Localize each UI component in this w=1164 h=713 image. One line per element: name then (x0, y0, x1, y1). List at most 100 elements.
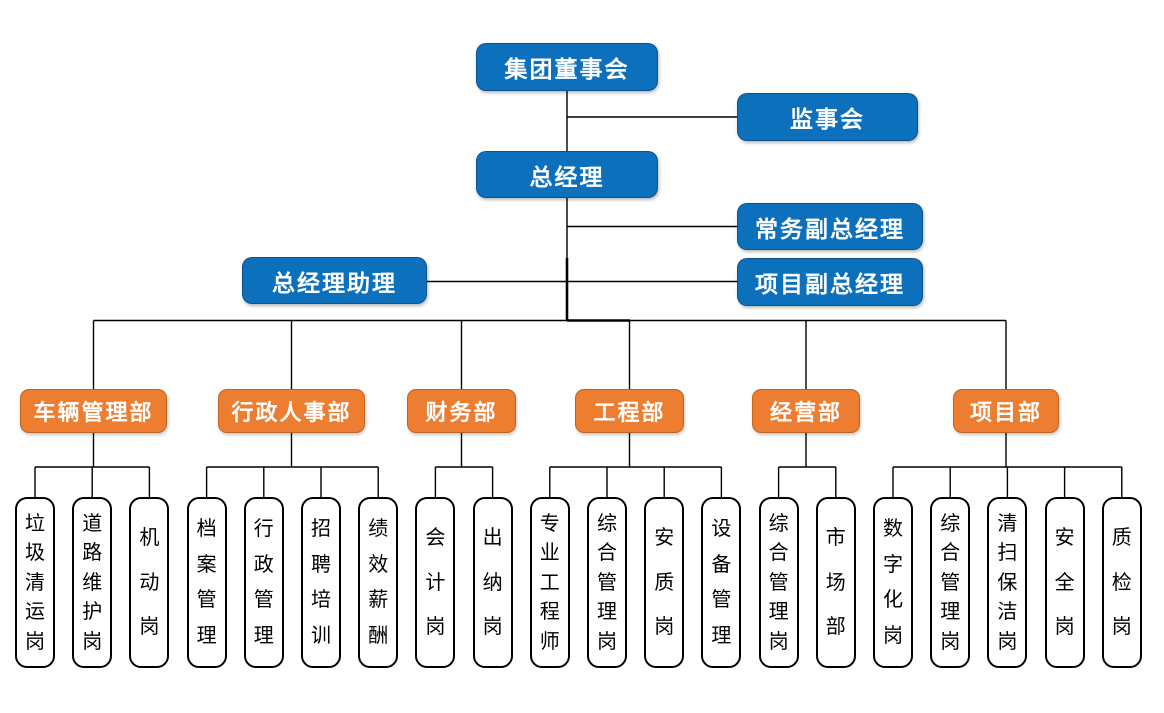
position-label-char: 理 (253, 624, 274, 647)
position-label-char: 岗 (768, 630, 789, 653)
position-project-3: 清扫保洁岗 (987, 497, 1028, 668)
position-label-char: 综 (940, 512, 961, 535)
position-vehicle-3: 机动岗 (129, 497, 170, 668)
position-label-char: 岗 (1054, 615, 1075, 638)
position-label-char: 岗 (25, 630, 45, 653)
position-project-4: 安全岗 (1044, 497, 1085, 668)
position-project-1: 数字化岗 (873, 497, 913, 668)
position-label-char: 档 (196, 518, 217, 541)
position-label-char: 合 (940, 542, 961, 564)
position-label-char: 计 (425, 571, 446, 594)
position-label-char: 检 (1111, 571, 1132, 594)
position-admin-hr-2: 行政管理 (243, 497, 284, 668)
position-label-char: 管 (768, 571, 789, 594)
position-admin-hr-4: 绩效薪酬 (358, 497, 399, 668)
position-label-char: 纳 (482, 571, 503, 594)
position-label-char: 管 (711, 589, 732, 612)
position-label-char: 岗 (940, 630, 961, 653)
position-label-char: 岗 (883, 624, 903, 647)
position-label-char: 效 (368, 553, 389, 576)
node-general-manager-assistant: 总经理助理 (242, 257, 427, 304)
position-engineering-2: 综合管理岗 (587, 497, 627, 668)
position-label-char: 业 (539, 542, 560, 564)
position-label-char: 备 (711, 553, 732, 576)
position-label-char: 保 (997, 571, 1018, 594)
position-label-char: 酬 (368, 624, 389, 647)
position-label-char: 垃 (25, 512, 45, 535)
position-label-char: 会 (425, 527, 446, 550)
position-finance-1: 会计岗 (415, 497, 456, 668)
position-label-char: 理 (597, 601, 617, 623)
position-label-char: 路 (82, 542, 103, 564)
position-label-char: 岗 (139, 615, 160, 638)
position-label-char: 岗 (597, 630, 617, 653)
position-label-char: 机 (139, 527, 160, 550)
position-label-char: 道 (82, 512, 103, 535)
position-label-char: 市 (825, 527, 846, 550)
position-label-char: 全 (1054, 571, 1075, 594)
position-label-char: 护 (82, 601, 103, 623)
position-label-char: 清 (25, 571, 45, 594)
position-label-char: 扫 (997, 542, 1018, 564)
dept-finance: 财务部 (407, 389, 516, 433)
position-label-char: 理 (940, 601, 961, 623)
position-admin-hr-1: 档案管理 (186, 497, 227, 668)
position-label-char: 岗 (654, 615, 675, 638)
position-finance-2: 出纳岗 (472, 497, 513, 668)
position-label-char: 绩 (368, 518, 389, 541)
position-operations-1: 综合管理岗 (758, 497, 799, 668)
position-label-char: 管 (940, 571, 961, 594)
position-label-char: 招 (311, 518, 331, 541)
position-label-char: 综 (597, 512, 617, 535)
position-engineering-3: 安质岗 (644, 497, 685, 668)
position-label-char: 圾 (25, 542, 45, 564)
position-label-char: 薪 (368, 589, 389, 612)
position-label-char: 场 (825, 571, 846, 594)
node-general-manager: 总经理 (476, 151, 658, 198)
position-label-char: 管 (253, 589, 274, 612)
position-label-char: 字 (883, 553, 903, 576)
position-label-char: 案 (196, 553, 217, 576)
position-label-char: 安 (1054, 527, 1075, 550)
dept-project: 项目部 (953, 389, 1059, 433)
position-operations-2: 市场部 (815, 497, 856, 668)
position-label-char: 设 (711, 518, 732, 541)
position-project-5: 质检岗 (1101, 497, 1142, 668)
position-admin-hr-3: 招聘培训 (301, 497, 341, 668)
position-label-char: 化 (883, 589, 903, 612)
node-executive-deputy-general-manager: 常务副总经理 (737, 203, 923, 250)
position-label-char: 综 (768, 512, 789, 535)
dept-vehicle: 车辆管理部 (20, 389, 167, 433)
position-label-char: 政 (253, 553, 274, 576)
position-label-char: 岗 (1111, 615, 1132, 638)
position-label-char: 管 (597, 571, 617, 594)
position-label-char: 师 (539, 630, 560, 653)
position-label-char: 出 (482, 527, 503, 550)
position-label-char: 数 (883, 518, 903, 541)
position-label-char: 专 (539, 512, 560, 535)
position-label-char: 部 (825, 615, 846, 638)
dept-admin-hr: 行政人事部 (218, 389, 365, 433)
position-label-char: 质 (1111, 527, 1132, 550)
position-label-char: 动 (139, 571, 160, 594)
position-label-char: 合 (597, 542, 617, 564)
position-label-char: 岗 (82, 630, 103, 653)
position-label-char: 合 (768, 542, 789, 564)
position-label-char: 运 (25, 601, 45, 623)
position-vehicle-1: 垃圾清运岗 (15, 497, 55, 668)
position-label-char: 管 (196, 589, 217, 612)
position-label-char: 工 (539, 571, 560, 594)
position-label-char: 维 (82, 571, 103, 594)
dept-engineering: 工程部 (575, 389, 684, 433)
position-label-char: 岗 (425, 615, 446, 638)
position-label-char: 质 (654, 571, 675, 594)
position-label-char: 行 (253, 518, 274, 541)
position-label-char: 安 (654, 527, 675, 550)
position-label-char: 岗 (482, 615, 503, 638)
node-project-deputy-general-manager: 项目副总经理 (737, 258, 923, 306)
node-group-board-of-directors: 集团董事会 (476, 43, 658, 91)
position-label-char: 理 (711, 624, 732, 647)
position-engineering-4: 设备管理 (701, 497, 742, 668)
